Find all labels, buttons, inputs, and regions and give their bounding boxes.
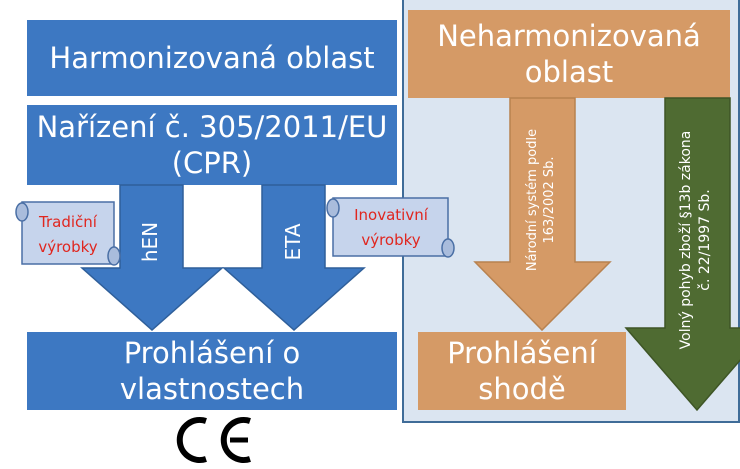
declaration-of-conformity-box: Prohlášení shodě <box>418 332 626 410</box>
scroll-left-line2: výrobky <box>38 238 97 256</box>
harmonized-area-box: Harmonizovaná oblast <box>27 20 397 96</box>
hen-arrow <box>80 184 224 332</box>
non-harmonized-title-line2: oblast <box>524 55 614 89</box>
national-system-arrow <box>473 97 612 332</box>
ce-mark-logo <box>176 417 251 463</box>
declaration-line1: Prohlášení o <box>123 336 301 370</box>
regulation-line1: Nařízení č. 305/2011/EU <box>36 110 388 144</box>
declaration-of-performance-box: Prohlášení o vlastnostech <box>27 332 397 410</box>
eta-label: ETA <box>281 223 305 260</box>
declaration-line2: vlastnostech <box>119 372 305 406</box>
free-movement-line2: č. 22/1997 Sb. <box>697 189 713 290</box>
conformity-line1: Prohlášení <box>447 336 597 370</box>
regulation-line2: (CPR) <box>171 146 253 180</box>
free-movement-line1: Volný pohyb zboží §13b zákona <box>678 131 694 350</box>
non-harmonized-title-line1: Neharmonizovaná <box>437 19 701 53</box>
eta-arrow <box>222 184 366 332</box>
scroll-left-line1: Tradiční <box>38 213 98 231</box>
hen-label: hEN <box>138 222 162 262</box>
national-system-line1: Národní systém podle <box>525 129 540 271</box>
scroll-right-line1: Inovativní <box>354 206 429 224</box>
traditional-products-scroll <box>15 201 121 266</box>
non-harmonized-area-box: Neharmonizovaná oblast <box>408 10 730 98</box>
conformity-line2: shodě <box>478 372 566 406</box>
national-system-line2: 163/2002 Sb. <box>542 156 557 243</box>
innovative-products-scroll <box>326 197 455 258</box>
free-movement-arrow <box>624 97 740 412</box>
regulation-box: Nařízení č. 305/2011/EU (CPR) <box>27 105 397 185</box>
scroll-right-line2: výrobky <box>361 231 420 249</box>
harmonized-area-title: Harmonizovaná oblast <box>49 41 375 75</box>
